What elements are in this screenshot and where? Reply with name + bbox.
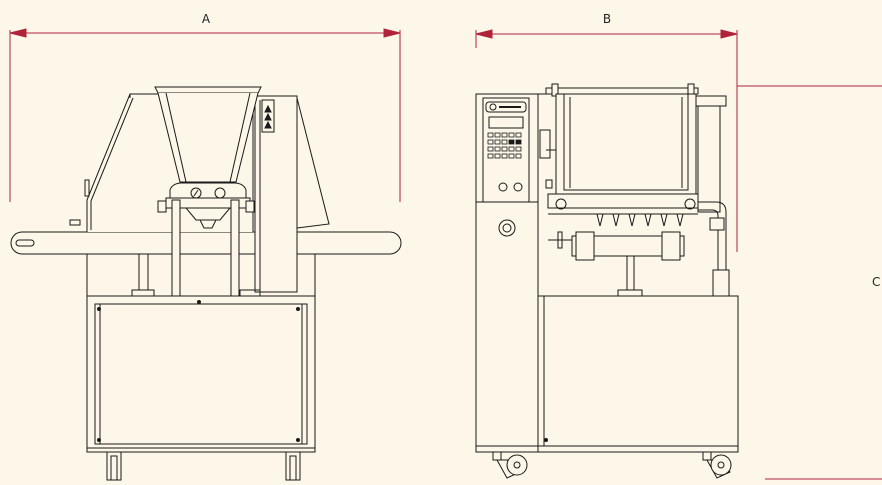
front-support-right — [230, 199, 240, 297]
front-cover-bolt — [69, 219, 81, 226]
front-right-cover — [296, 97, 330, 229]
front-support-left — [171, 199, 181, 297]
side-nozzle-bar — [547, 193, 699, 209]
front-cabinet-door — [94, 303, 308, 445]
front-cover-latch — [84, 179, 90, 197]
front-right-housing — [254, 95, 298, 293]
brand-logo-icon — [489, 103, 497, 111]
side-round-port — [498, 219, 516, 237]
side-caster-right — [702, 451, 732, 479]
front-conveyor-bar — [10, 231, 402, 255]
side-brand-plate — [485, 101, 527, 113]
side-cabinet — [537, 295, 739, 453]
front-warning-label — [261, 99, 275, 133]
side-display-screen — [488, 116, 524, 129]
side-frame-upright — [697, 95, 721, 213]
side-drum — [563, 93, 689, 191]
dimension-a-arrow-left — [9, 28, 27, 38]
dimension-b-arrow-left — [475, 29, 493, 39]
side-gear-housing — [539, 129, 551, 159]
front-hopper-rim — [154, 86, 262, 94]
side-control-knob-right — [513, 182, 523, 192]
dimension-b — [475, 29, 882, 480]
dimension-b-label: B — [603, 12, 611, 26]
front-hopper — [157, 92, 259, 183]
warning-icon — [264, 104, 272, 129]
side-top-rail — [545, 87, 699, 95]
side-keypad — [487, 132, 522, 159]
dimension-c-label: C — [872, 275, 880, 289]
front-left-cover-inner — [90, 97, 134, 230]
dimension-b-arrow-right — [720, 29, 738, 39]
dimension-a-arrow-right — [383, 28, 401, 38]
side-control-knob-left — [498, 182, 508, 192]
dimension-a — [9, 28, 401, 202]
front-cabinet — [86, 295, 316, 453]
side-view-machine — [475, 83, 739, 479]
side-caster-left — [492, 451, 528, 479]
front-nozzle-block — [184, 207, 232, 221]
side-nozzles — [596, 213, 684, 227]
side-pipe-base — [712, 269, 730, 297]
dimension-a-label: A — [202, 12, 211, 26]
front-view-machine — [10, 86, 402, 481]
side-pipe — [698, 201, 727, 270]
front-conveyor-slot — [15, 239, 35, 247]
front-depositor-head — [169, 182, 247, 199]
